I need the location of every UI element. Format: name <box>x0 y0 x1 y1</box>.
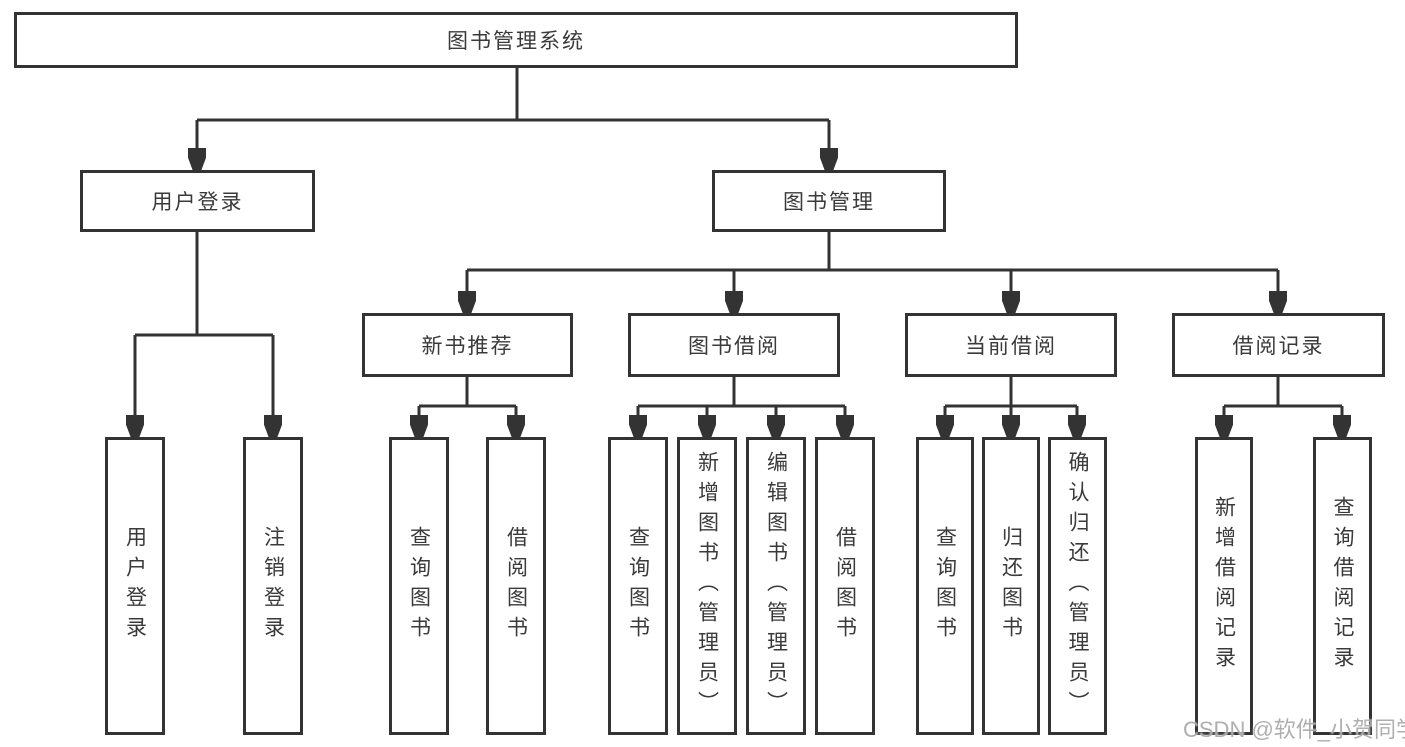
leaf-borrow-query-books-label: 查询图书 <box>626 526 650 646</box>
leaf-edit-book-admin-label: 编辑图书（管理员） <box>764 451 788 721</box>
node-new-book-recommend-label: 新书推荐 <box>421 335 514 358</box>
node-root-label: 图书管理系统 <box>447 30 585 53</box>
csdn-watermark: CSDN @软件_小贺同学 <box>1183 717 1405 742</box>
leaf-query-borrow-record-label: 查询借阅记录 <box>1331 496 1354 676</box>
leaf-edit-book-admin: 编辑图书（管理员） <box>746 437 806 735</box>
leaf-borrow-books-label: 借阅图书 <box>833 526 857 646</box>
connector-borrow-records-split <box>1224 377 1342 408</box>
leaf-newbook-borrow-books: 借阅图书 <box>486 437 546 735</box>
leaf-borrow-books: 借阅图书 <box>815 437 875 735</box>
node-current-borrow: 当前借阅 <box>905 313 1117 377</box>
leaf-current-query-books-label: 查询图书 <box>933 526 957 646</box>
leaf-newbook-query-books: 查询图书 <box>389 437 449 735</box>
node-book-borrow-label: 图书借阅 <box>688 335 780 358</box>
connector-root-split <box>197 68 829 122</box>
leaf-user-login-label: 用户登录 <box>123 526 147 646</box>
leaf-add-borrow-record-label: 新增借阅记录 <box>1212 496 1236 676</box>
leaf-add-borrow-record: 新增借阅记录 <box>1195 437 1253 735</box>
connector-book-borrow-split <box>638 377 845 408</box>
node-user-login: 用户登录 <box>80 170 315 232</box>
leaf-logout: 注销登录 <box>243 437 303 735</box>
leaf-add-book-admin-label: 新增图书（管理员） <box>695 451 719 721</box>
node-book-borrow: 图书借阅 <box>628 313 840 377</box>
leaf-return-books: 归还图书 <box>982 437 1040 735</box>
leaf-borrow-query-books: 查询图书 <box>608 437 668 735</box>
connector-book-mgmt-split <box>467 232 1278 272</box>
node-borrow-records-label: 借阅记录 <box>1232 335 1325 358</box>
node-borrow-records: 借阅记录 <box>1172 313 1385 377</box>
leaf-return-books-label: 归还图书 <box>999 526 1023 646</box>
leaf-user-login: 用户登录 <box>105 437 165 735</box>
leaf-current-query-books: 查询图书 <box>916 437 974 735</box>
leaf-confirm-return-admin-label: 确认归还（管理员） <box>1066 451 1089 721</box>
leaf-query-borrow-record: 查询借阅记录 <box>1313 437 1372 735</box>
connector-new-book-split <box>419 377 516 408</box>
connector-user-login-split <box>135 232 273 337</box>
leaf-confirm-return-admin: 确认归还（管理员） <box>1048 437 1107 735</box>
node-current-borrow-label: 当前借阅 <box>965 335 1057 358</box>
leaf-logout-label: 注销登录 <box>261 526 285 646</box>
node-book-management: 图书管理 <box>712 170 946 232</box>
leaf-newbook-query-books-label: 查询图书 <box>407 526 431 646</box>
node-new-book-recommend: 新书推荐 <box>362 313 573 377</box>
leaf-newbook-borrow-books-label: 借阅图书 <box>504 526 528 646</box>
node-user-login-label: 用户登录 <box>151 191 244 214</box>
connector-current-borrow-split <box>945 377 1077 408</box>
leaf-add-book-admin: 新增图书（管理员） <box>677 437 737 735</box>
node-book-management-label: 图书管理 <box>783 191 875 214</box>
node-root-system: 图书管理系统 <box>14 12 1018 68</box>
